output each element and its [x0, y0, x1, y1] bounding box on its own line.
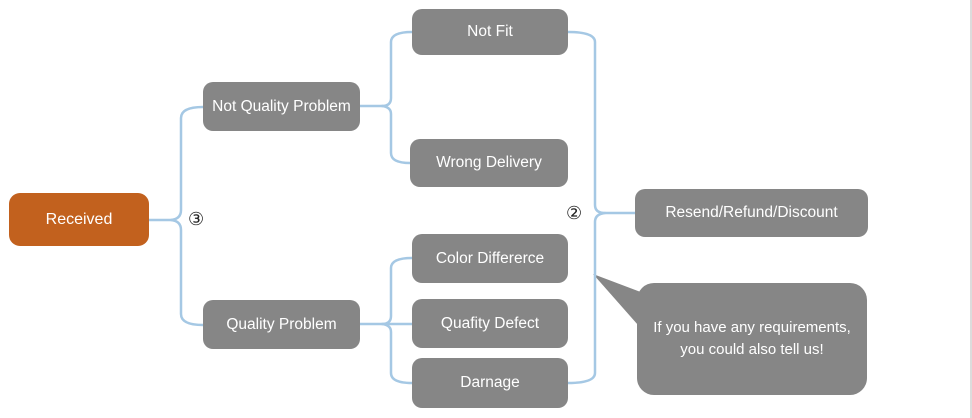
node-wrong-delivery: Wrong Delivery	[410, 139, 568, 187]
brace-quality-children	[380, 256, 414, 385]
marker-circled-2: ②	[566, 203, 583, 223]
node-damage: Darnage	[412, 358, 568, 408]
node-color-difference: Color Differerce	[412, 234, 568, 283]
node-not-fit: Not Fit	[412, 9, 568, 55]
node-not-quality-problem: Not Quality Problem	[203, 82, 360, 131]
node-outcome: Resend/Refund/Discount	[635, 189, 868, 237]
node-received: Received	[9, 193, 149, 246]
marker-circled-3: ③	[188, 209, 205, 229]
brace-received-children	[169, 105, 205, 327]
brace-not-quality-children	[380, 30, 414, 165]
node-quality-defect: Quafity Defect	[412, 299, 568, 348]
callout-bubble: If you have any requirements, you could …	[637, 283, 867, 395]
node-quality-problem: Quality Problem	[203, 300, 360, 349]
